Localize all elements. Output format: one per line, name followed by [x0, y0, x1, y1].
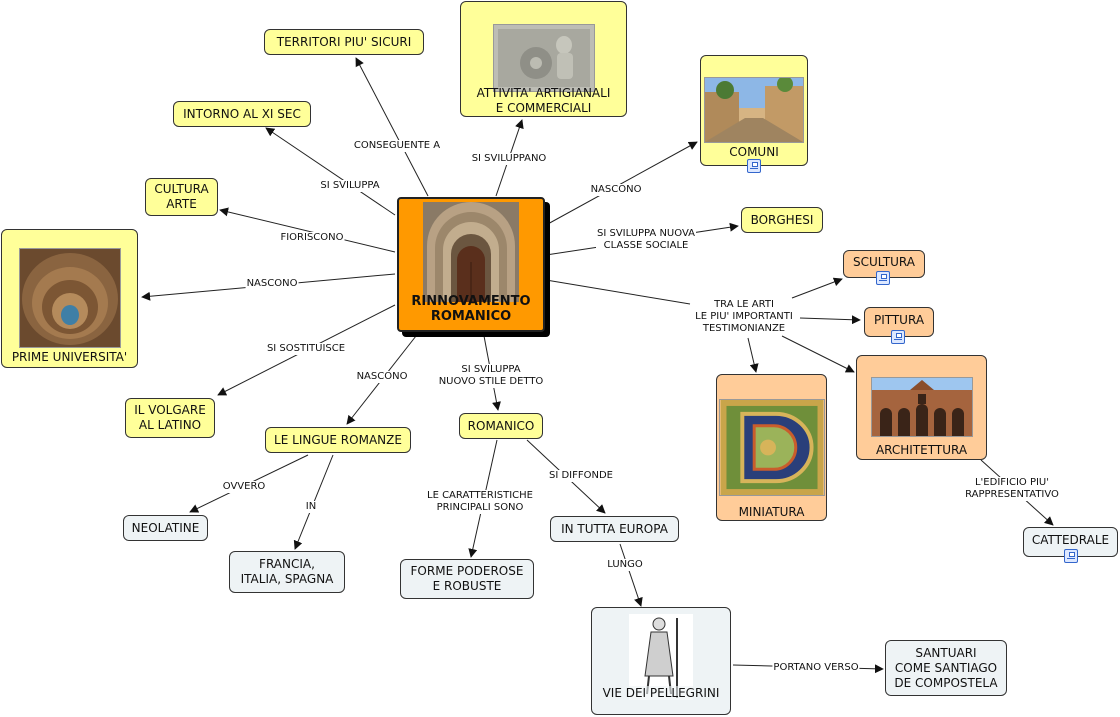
label-classe-sociale: SI SVILUPPA NUOVA CLASSE SOCIALE — [596, 228, 696, 252]
node-attivita-artigianali[interactable]: ATTIVITA' ARTIGIANALI E COMMERCIALI — [460, 1, 627, 117]
town-street-image — [704, 77, 804, 143]
node-santuari[interactable]: SANTUARI COME SANTIAGO DE COMPOSTELA — [885, 640, 1007, 696]
central-title-line2: ROMANICO — [430, 309, 512, 324]
label-si-sviluppa-stile: SI SVILUPPA NUOVO STILE DETTO — [437, 364, 545, 388]
label-edificio: L'EDIFICIO PIU' RAPPRESENTATIVO — [964, 477, 1060, 501]
label-nascono-universita: NASCONO — [245, 278, 299, 290]
node-intorno-xi-sec[interactable]: INTORNO AL XI SEC — [173, 101, 311, 127]
node-comuni[interactable]: COMUNI — [700, 55, 808, 166]
link-map-icon[interactable] — [876, 271, 890, 285]
label-si-sviluppano: SI SVILUPPANO — [470, 153, 548, 165]
node-architettura[interactable]: ARCHITETTURA — [856, 355, 987, 460]
node-miniatura[interactable]: MINIATURA — [716, 374, 827, 521]
node-borghesi[interactable]: BORGHESI — [741, 207, 823, 233]
node-prime-universita[interactable]: PRIME UNIVERSITA' — [1, 229, 138, 368]
romanesque-courtyard-image — [870, 377, 973, 437]
node-neolatine[interactable]: NEOLATINE — [123, 515, 208, 541]
central-node-rinnovamento-romanico[interactable]: RINNOVAMENTO ROMANICO — [397, 197, 545, 332]
stone-relief-image — [492, 24, 595, 92]
label-nascono-comuni: NASCONO — [589, 184, 643, 196]
link-map-icon[interactable] — [747, 159, 761, 173]
label-caratteristiche: LE CARATTERISTICHE PRINCIPALI SONO — [426, 490, 534, 514]
label-nascono-lingue: NASCONO — [355, 371, 409, 383]
node-cultura-arte[interactable]: CULTURA ARTE — [145, 178, 218, 216]
label-conseguente-a: CONSEGUENTE A — [352, 140, 442, 152]
arch-portal-image — [423, 202, 519, 302]
pilgrim-image — [629, 614, 693, 700]
link-map-icon[interactable] — [1064, 549, 1078, 563]
label-si-sostituisce: SI SOSTITUISCE — [265, 343, 347, 355]
label-tra-le-arti: TRA LE ARTI LE PIU' IMPORTANTI TESTIMONI… — [694, 299, 794, 335]
label-ovvero: OVVERO — [221, 481, 267, 493]
label-si-diffonde: SI DIFFONDE — [548, 470, 614, 482]
label-fioriscono: FIORISCONO — [279, 232, 345, 244]
label-in: IN — [304, 501, 318, 513]
node-volgare-latino[interactable]: IL VOLGARE AL LATINO — [125, 398, 215, 438]
label-portano-verso: PORTANO VERSO — [772, 662, 860, 674]
node-lingue-romanze[interactable]: LE LINGUE ROMANZE — [265, 427, 411, 453]
anatomy-theatre-image — [18, 248, 121, 348]
node-tutta-europa[interactable]: IN TUTTA EUROPA — [550, 516, 679, 542]
label-lungo: LUNGO — [606, 559, 644, 571]
node-territori-sicuri[interactable]: TERRITORI PIU' SICURI — [264, 29, 424, 55]
node-forme-poderose[interactable]: FORME PODEROSE E ROBUSTE — [400, 559, 534, 599]
node-romanico[interactable]: ROMANICO — [459, 413, 543, 439]
central-title-line1: RINNOVAMENTO — [411, 294, 531, 309]
label-si-sviluppa: SI SVILUPPA — [319, 180, 381, 192]
node-francia-italia-spagna[interactable]: FRANCIA, ITALIA, SPAGNA — [229, 551, 345, 593]
node-vie-pellegrini[interactable]: VIE DEI PELLEGRINI — [591, 607, 731, 715]
link-map-icon[interactable] — [891, 330, 905, 344]
illuminated-letter-image — [718, 399, 825, 496]
